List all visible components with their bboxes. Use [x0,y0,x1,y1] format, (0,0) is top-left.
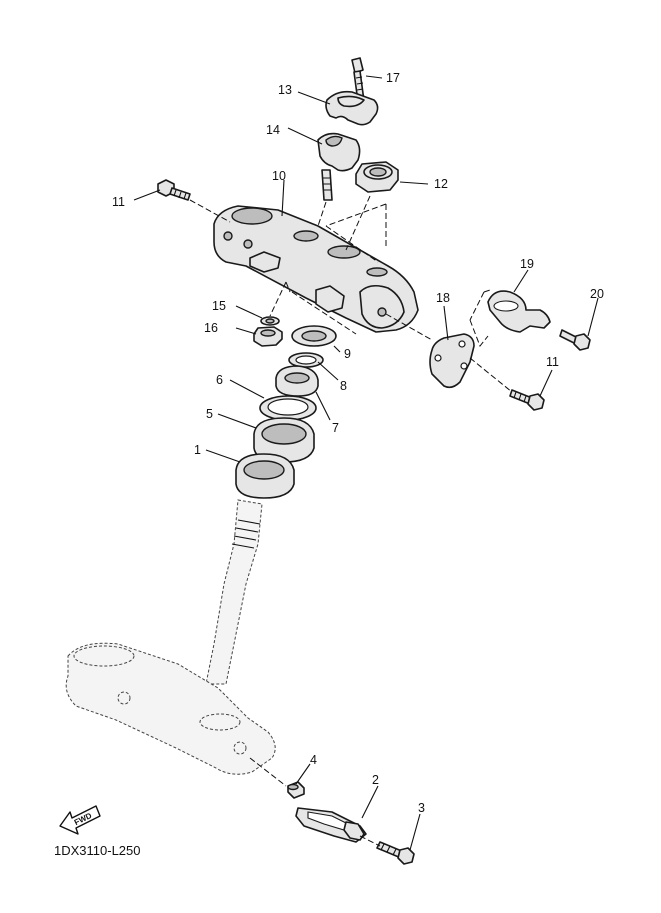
callout-4: 4 [310,753,317,767]
leader-lines [133,75,599,851]
part-2-guide [295,807,367,843]
lower-bracket [65,642,276,775]
part-6-seal [259,395,317,421]
part-1-bearing [235,453,295,499]
callout-labels: 17 13 14 12 10 11 15 16 9 8 7 6 5 1 4 2 … [112,71,604,815]
part-10-upper-bracket [213,205,419,333]
part-5-bearing [253,417,315,463]
part-8-washer [288,352,324,368]
steering-stem [205,499,263,685]
part-12-nut [355,161,399,193]
callout-8: 8 [340,379,347,393]
callout-7: 7 [332,421,339,435]
part-19-clamp [487,290,551,333]
callout-10: 10 [272,169,286,183]
callout-12: 12 [434,177,448,191]
callout-1: 1 [194,443,201,457]
callout-19: 19 [520,257,534,271]
part-18-plate [429,333,475,389]
part-9-washer [291,325,337,347]
part-4-collar [287,781,305,799]
part-7-ring-nut [275,365,319,397]
callout-3: 3 [418,801,425,815]
callout-6: 6 [216,373,223,387]
part-16-nut [253,326,283,347]
part-11-bolt-left [157,179,191,201]
callout-18: 18 [436,291,450,305]
part-15-washer [260,316,280,326]
part-14-lower-holder [317,132,361,201]
callout-11-left: 11 [112,195,125,209]
callout-11-right: 11 [546,355,559,369]
part-11-bolt-right [509,389,545,411]
callout-14: 14 [266,123,280,137]
callout-9: 9 [344,347,351,361]
part-20-bolt [559,329,591,351]
callout-5: 5 [206,407,213,421]
callout-2: 2 [372,773,379,787]
diagram-code: 1DX3110-L250 [54,843,141,858]
callout-20: 20 [590,287,604,301]
callout-17: 17 [386,71,400,85]
fwd-arrow: FWD [59,805,101,835]
part-3-bolt [376,841,415,865]
callout-15: 15 [212,299,226,313]
assembly-lines [189,195,513,847]
callout-13: 13 [278,83,292,97]
part-13-upper-holder [325,90,379,126]
callout-16: 16 [204,321,218,335]
